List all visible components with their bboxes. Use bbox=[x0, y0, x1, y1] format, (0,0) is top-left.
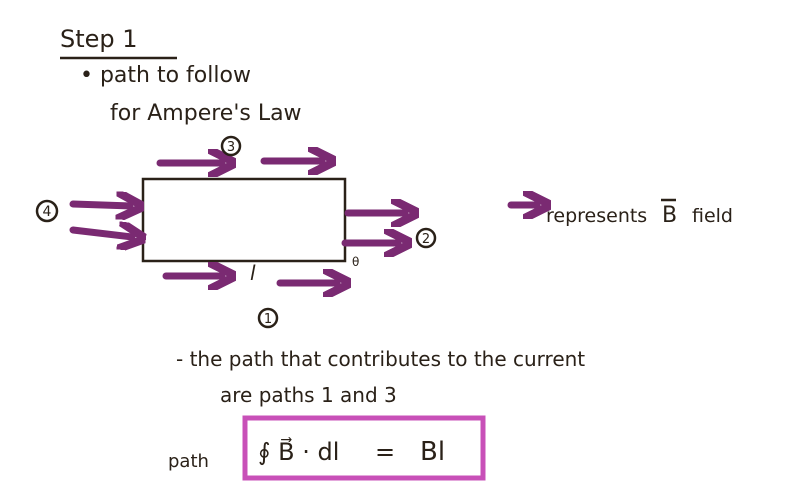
equation-lhs: ∮ B⃗ · dl bbox=[258, 437, 339, 466]
note-line-1: - the path that contributes to the curre… bbox=[176, 347, 585, 371]
svg-text:3: 3 bbox=[227, 140, 235, 155]
legend-symbol: B bbox=[662, 203, 677, 228]
arrow-icon bbox=[69, 204, 130, 206]
legend-suffix: field bbox=[692, 205, 733, 227]
angle-label: θ bbox=[352, 255, 359, 269]
path-label-4: 4 bbox=[35, 199, 59, 223]
path-label-1: 1 bbox=[257, 307, 279, 329]
length-label: l bbox=[250, 261, 256, 285]
svg-text:2: 2 bbox=[422, 232, 430, 247]
bullet-text: • path to follow bbox=[80, 63, 251, 88]
equation-rhs: Bl bbox=[420, 437, 445, 467]
equation-equals: = bbox=[375, 438, 395, 466]
legend: represents B field bbox=[507, 200, 733, 228]
step-heading: Step 1 bbox=[60, 25, 138, 53]
rectangular-loop bbox=[141, 177, 347, 263]
path-label-2: 2 bbox=[415, 227, 437, 249]
b-field-arrows bbox=[69, 161, 405, 283]
svg-text:4: 4 bbox=[43, 204, 52, 220]
bullet-text-line2: for Ampere's Law bbox=[110, 101, 302, 126]
path-label-3: 3 bbox=[220, 135, 242, 157]
legend-text: represents bbox=[546, 205, 647, 227]
svg-text:1: 1 bbox=[264, 312, 272, 327]
note-line-2: are paths 1 and 3 bbox=[220, 383, 397, 407]
equation-box bbox=[242, 415, 486, 481]
arrow-icon bbox=[69, 230, 132, 237]
equation-prefix: path bbox=[168, 451, 209, 472]
